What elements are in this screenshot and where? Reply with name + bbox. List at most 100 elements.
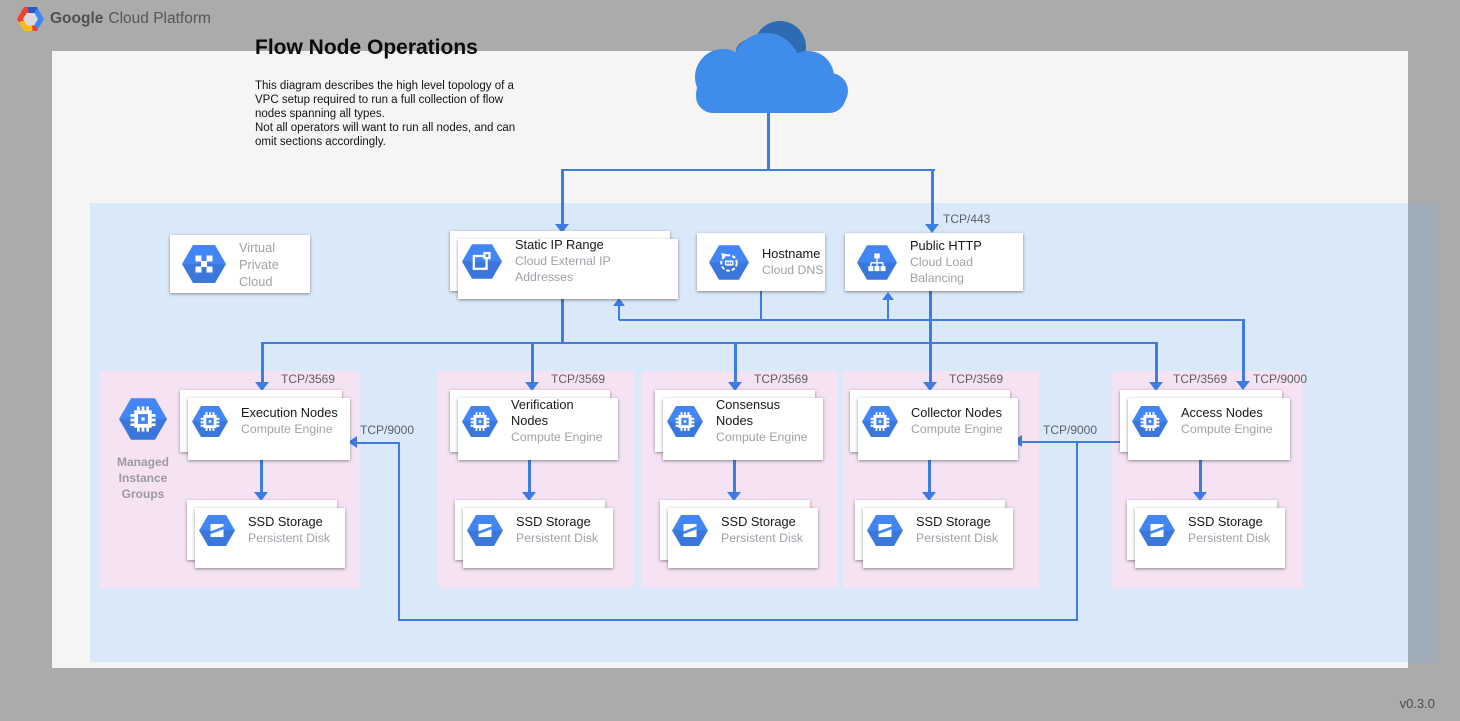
card-subtitle: Persistent Disk [248, 531, 331, 545]
consensus-nodes-card: Consensus Nodes Compute Engine [655, 390, 823, 460]
connector-exec-ssd [260, 458, 263, 492]
compute-engine-icon [462, 406, 498, 437]
connector-to-public-http [931, 169, 934, 224]
card-subtitle: Compute Engine [1181, 422, 1273, 436]
vpc-region-overflow [1408, 203, 1437, 662]
access-nodes-card: Access Nodes Compute Engine [1120, 390, 1290, 460]
arrowhead [727, 492, 741, 501]
port-label-tcp9000: TCP/9000 [360, 423, 415, 437]
persistent-disk-icon [199, 515, 235, 546]
card-title: SSD Storage [516, 514, 591, 529]
port-label-tcp3569: TCP/3569 [551, 372, 606, 386]
consensus-ssd-card: SSD Storage Persistent Disk [660, 500, 818, 568]
verification-nodes-card: Verification Nodes Compute Engine [450, 390, 618, 460]
connector-collector-ssd [928, 458, 931, 492]
verification-ssd-card: SSD Storage Persistent Disk [455, 500, 613, 568]
card-subtitle: Compute Engine [911, 422, 1003, 436]
arrowhead [882, 292, 894, 300]
arrowhead [348, 436, 357, 448]
card-title: SSD Storage [916, 514, 991, 529]
connector-bottom-routing [398, 619, 1078, 621]
connector-to-static-ip [561, 169, 564, 224]
connector-drop-consensus [734, 342, 737, 382]
card-subtitle: Persistent Disk [916, 531, 999, 545]
card-title: Static IP Range [515, 237, 604, 252]
connector-hostname [760, 291, 762, 320]
card-title: Collector Nodes [911, 405, 1003, 420]
cloud-dns-icon [709, 245, 749, 280]
card-title: SSD Storage [248, 514, 323, 529]
arrowhead [925, 224, 939, 233]
card-title: Hostname [762, 246, 821, 261]
google-cloud-logo-icon [17, 7, 44, 31]
card-subtitle: Cloud DNS [762, 263, 824, 277]
connector-verif-ssd [528, 458, 531, 492]
connector-access-collector [1022, 441, 1122, 443]
arrowhead [922, 492, 936, 501]
arrowhead [254, 492, 268, 501]
connector-drop-collector [929, 291, 932, 382]
arrowhead [923, 382, 937, 391]
port-label-tcp3569: TCP/3569 [281, 372, 336, 386]
card-title: Access Nodes [1181, 405, 1263, 420]
card-title: Public HTTP [910, 238, 982, 253]
persistent-disk-icon [867, 515, 903, 546]
card-subtitle: Persistent Disk [1188, 531, 1271, 545]
connector-drop-verification [531, 342, 534, 382]
arrowhead [255, 382, 269, 391]
connector-access-9000 [1242, 319, 1245, 382]
vpc-card: Virtual Private Cloud [170, 235, 310, 293]
connector-consensus-ssd [733, 458, 736, 492]
load-balancer-icon [857, 245, 897, 280]
card-subtitle: Persistent Disk [516, 531, 599, 545]
card-subtitle: Persistent Disk [721, 531, 804, 545]
internet-cloud-icon [695, 21, 848, 113]
compute-engine-icon [862, 406, 898, 437]
card-subtitle: Compute Engine [716, 430, 808, 444]
compute-engine-icon [192, 406, 228, 437]
vpc-label: Virtual Private Cloud [239, 239, 279, 289]
connector-access-ssd [1199, 458, 1202, 492]
page-title: Flow Node Operations [255, 36, 478, 59]
arrowhead [525, 382, 539, 391]
collector-nodes-card: Collector Nodes Compute Engine [850, 390, 1018, 460]
connector-drop-access [1155, 342, 1158, 382]
brand-google: Google [50, 10, 104, 27]
persistent-disk-icon [1139, 515, 1175, 546]
port-label-tcp443: TCP/443 [943, 212, 991, 226]
connector-up-static-ip [618, 306, 620, 320]
arrowhead [1149, 382, 1163, 391]
card-subtitle: Cloud External IP Addresses [515, 254, 611, 284]
persistent-disk-icon [467, 515, 503, 546]
managed-instance-groups-label: Managed Instance Groups [116, 455, 169, 501]
compute-engine-icon [1132, 406, 1168, 437]
persistent-disk-icon [672, 515, 708, 546]
brand-cloud-platform: Cloud Platform [108, 10, 211, 27]
port-label-tcp3569: TCP/3569 [754, 372, 809, 386]
card-title: Consensus Nodes [716, 397, 781, 428]
arrowhead [522, 492, 536, 501]
hostname-card: Hostname Cloud DNS [697, 233, 825, 291]
connector-access-down [1076, 441, 1078, 621]
port-label-tcp9000: TCP/9000 [1043, 423, 1098, 437]
connector-left-riser [398, 443, 400, 621]
vpc-icon [182, 245, 226, 283]
arrowhead [1193, 492, 1207, 501]
card-title: Verification Nodes [511, 397, 574, 428]
managed-instance-groups-icon [119, 398, 167, 440]
access-ssd-card: SSD Storage Persistent Disk [1127, 500, 1285, 568]
connector-into-execution [357, 442, 400, 444]
port-label-tcp3569: TCP/3569 [1173, 372, 1228, 386]
external-ip-icon [462, 244, 502, 279]
connector-top-split [562, 169, 935, 171]
execution-ssd-card: SSD Storage Persistent Disk [187, 500, 345, 568]
card-title: Execution Nodes [241, 405, 338, 420]
public-http-card: Public HTTP Cloud Load Balancing [845, 233, 1023, 291]
card-title: SSD Storage [721, 514, 796, 529]
card-subtitle: Compute Engine [241, 422, 333, 436]
arrowhead [1236, 381, 1250, 390]
collector-ssd-card: SSD Storage Persistent Disk [855, 500, 1013, 568]
static-ip-card: Static IP Range Cloud External IP Addres… [450, 231, 678, 299]
page-description: This diagram describes the high level to… [255, 80, 516, 148]
